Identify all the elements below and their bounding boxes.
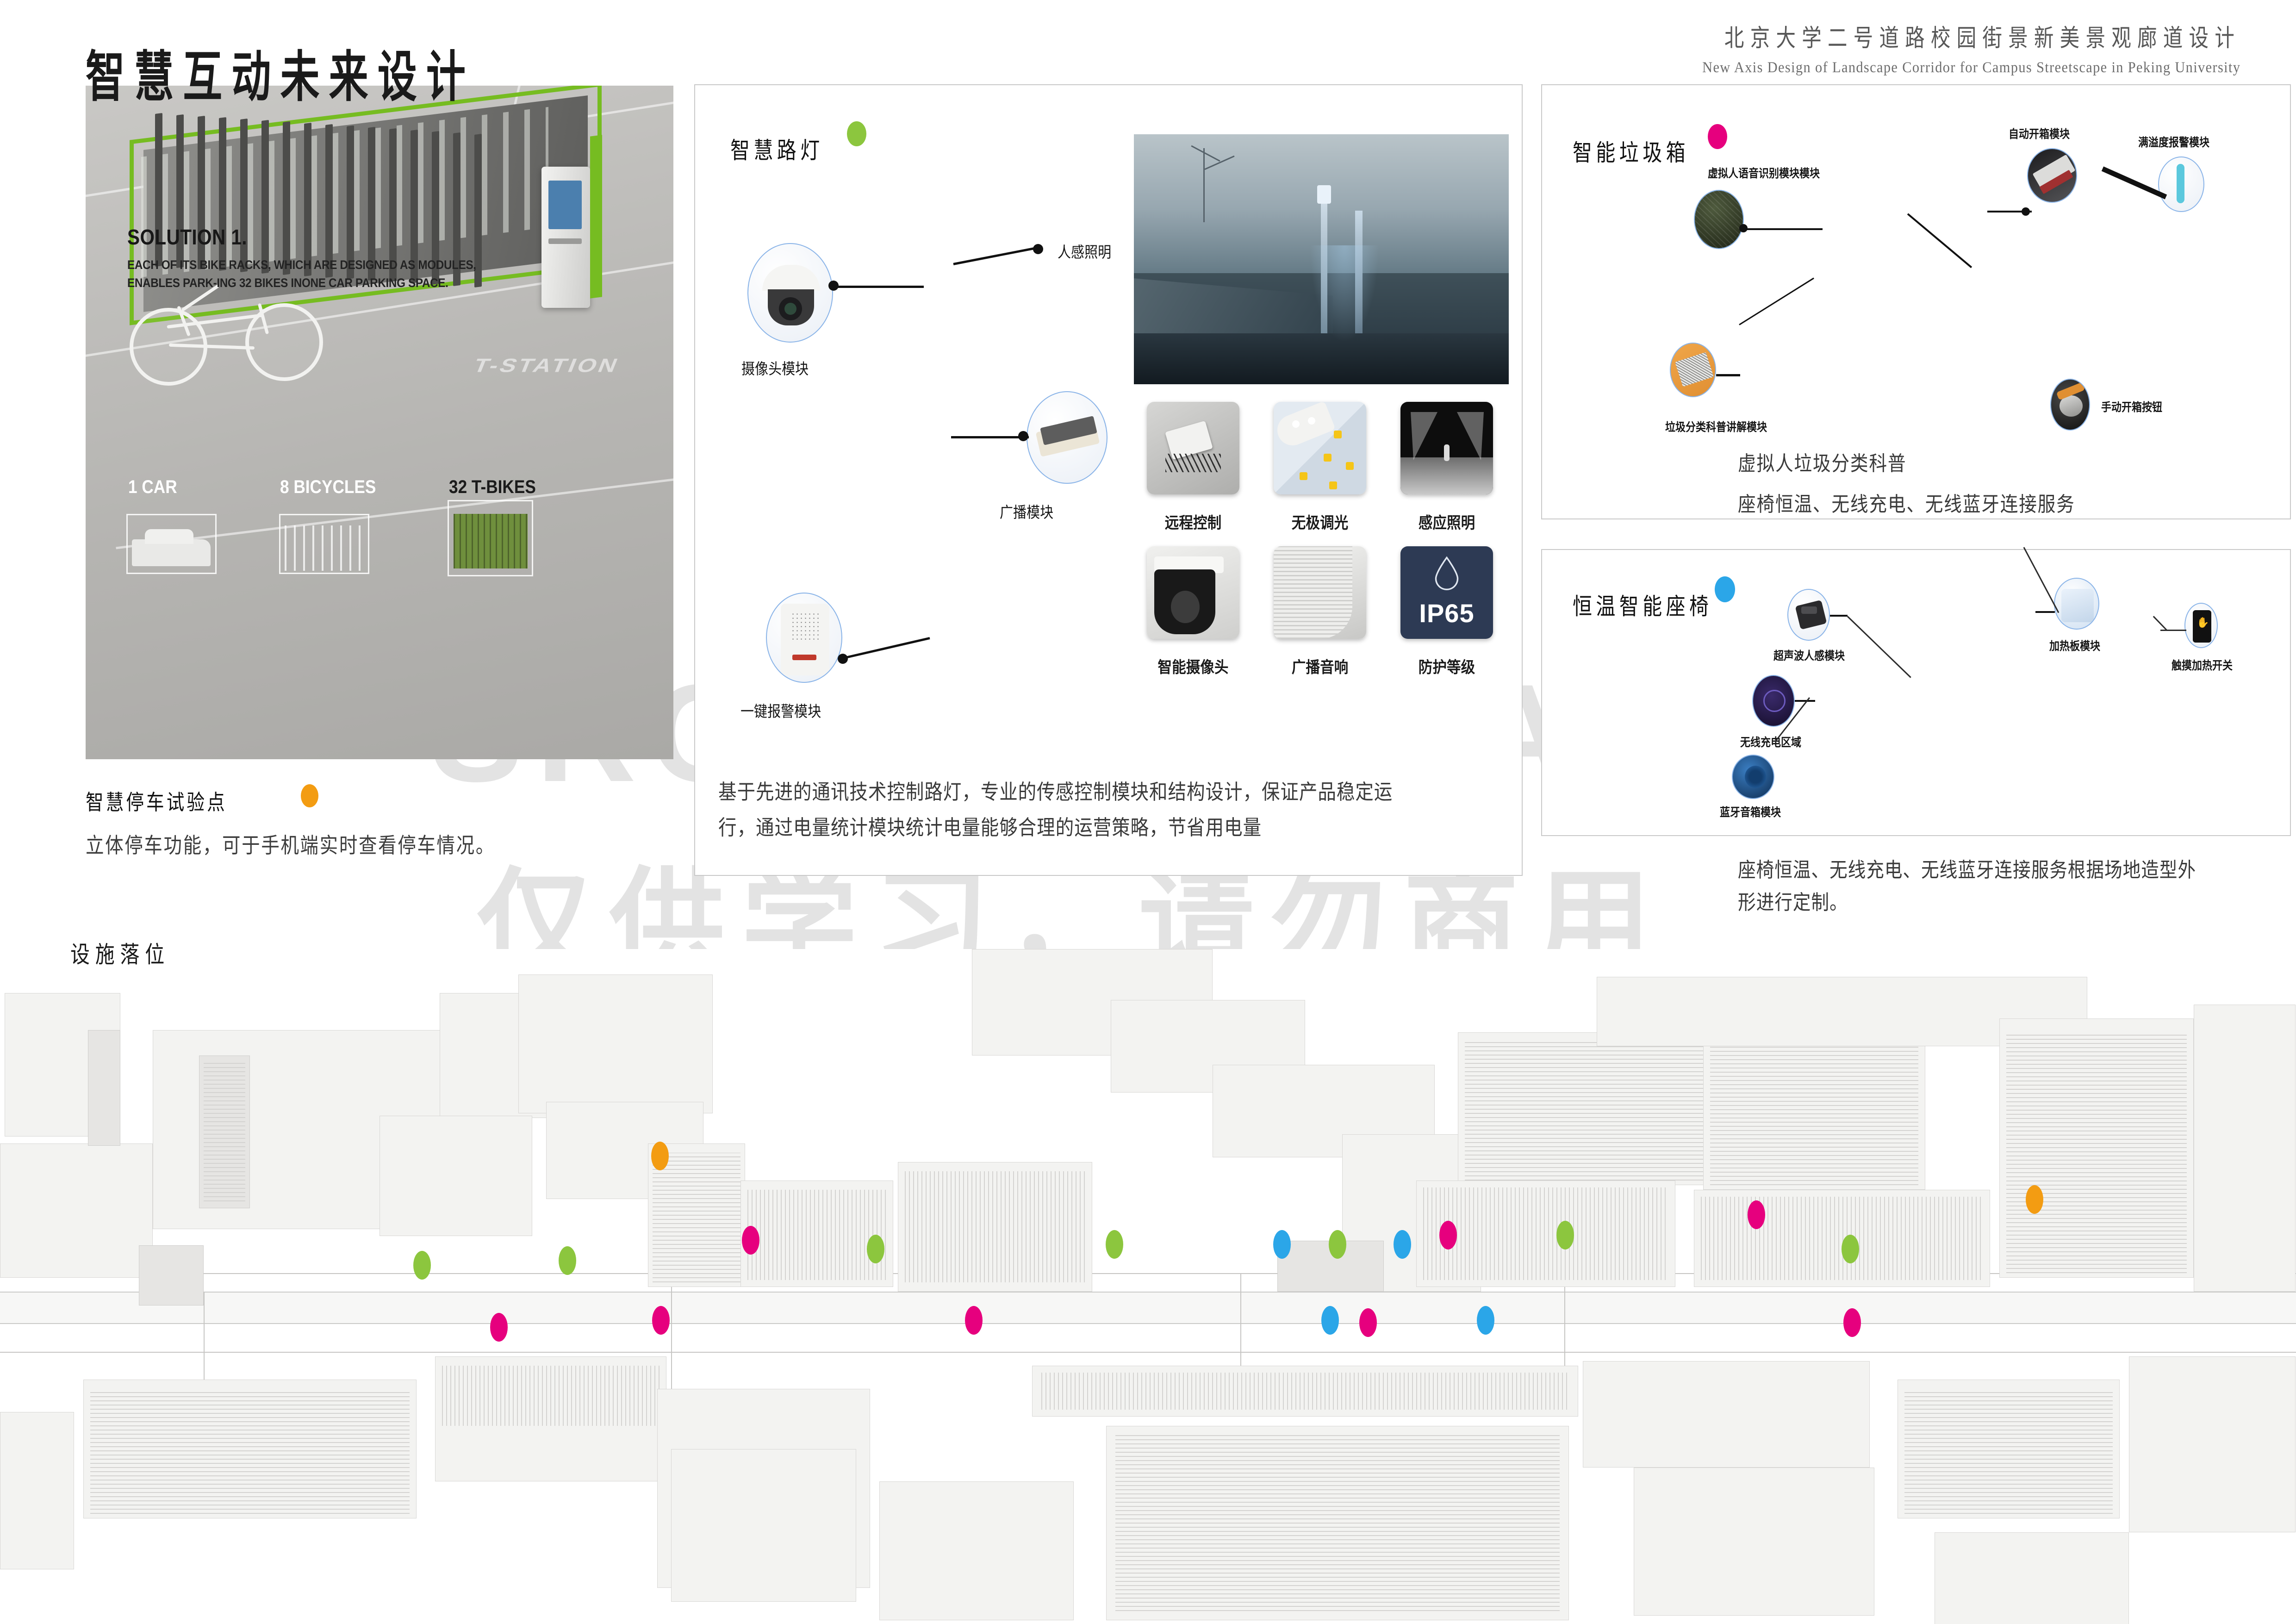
- bench-legend-dot: [1715, 576, 1735, 602]
- map-marker-streetlight[interactable]: [867, 1235, 884, 1263]
- callout-label-human-sensing-light: 人感照明: [1058, 243, 1112, 261]
- site-plan-map: [0, 949, 2296, 1624]
- bench-panel-title: 恒温智能座椅: [1573, 593, 1713, 620]
- comparison-cube-bicycles: [279, 514, 369, 574]
- ip65-badge: IP65: [1419, 599, 1475, 628]
- comparison-label-bicycles: 8 BICYCLES: [280, 477, 376, 497]
- callout-label-voice-recognition: 虚拟人语音识别模块模块: [1708, 167, 1820, 180]
- map-marker-trash_bin[interactable]: [1843, 1308, 1861, 1337]
- map-marker-bench[interactable]: [1321, 1306, 1339, 1335]
- map-marker-parking[interactable]: [2026, 1185, 2043, 1214]
- streetlight-legend-dot: [847, 121, 866, 146]
- callout-label-classification-module: 垃圾分类科普讲解模块: [1665, 420, 1767, 434]
- streetlight-description: 基于先进的通讯技术控制路灯，专业的传感控制模块和结构设计，保证产品稳定运行，通过…: [718, 780, 1393, 840]
- callout-circle-alarm: [766, 593, 842, 683]
- project-title-cn: 北京大学二号道路校园街景新美景观廊道设计: [1724, 25, 2240, 52]
- map-marker-streetlight[interactable]: [1842, 1235, 1859, 1263]
- night-scene-photo: [1134, 134, 1509, 384]
- callout-label-alarm-module: 一键报警模块: [740, 702, 821, 720]
- map-marker-streetlight[interactable]: [413, 1251, 431, 1280]
- callout-label-manual-open-button: 手动开箱按钮: [2101, 400, 2163, 414]
- trash-bin-description-line1: 虚拟人垃圾分类科普: [1738, 452, 1907, 475]
- map-marker-bench[interactable]: [1394, 1230, 1411, 1259]
- comparison-label-car: 1 CAR: [128, 477, 177, 497]
- callout-label-camera-module: 摄像头模块: [741, 360, 809, 378]
- callout-circle-manual-open-button: [2050, 379, 2090, 431]
- map-section-title: 设施落位: [70, 941, 170, 968]
- callout-circle-touch-heating-switch: ✋: [2184, 603, 2218, 648]
- callout-circle-overflow-alarm: [2158, 156, 2204, 212]
- bench-panel: [1541, 549, 2291, 836]
- callout-label-overflow-alarm: 满溢度报警模块: [2138, 136, 2210, 149]
- trash-bin-panel-title: 智能垃圾箱: [1573, 139, 1689, 166]
- callout-label-broadcast-module: 广播模块: [1000, 503, 1054, 521]
- callout-circle-bluetooth-speaker: [1732, 755, 1774, 799]
- feature-tile-sensing-light: [1400, 402, 1493, 494]
- page-title: 智慧互动未来设计: [86, 45, 475, 109]
- map-marker-trash_bin[interactable]: [1748, 1200, 1765, 1229]
- comparison-cube-car: [126, 514, 217, 574]
- feature-tile-broadcast-speaker: [1274, 546, 1366, 639]
- map-marker-streetlight[interactable]: [1556, 1221, 1574, 1249]
- callout-circle-ultrasonic-sensor: [1787, 589, 1830, 641]
- map-marker-bench[interactable]: [1273, 1230, 1291, 1259]
- feature-tile-label-protection-rating: 防护等级: [1418, 658, 1475, 677]
- bike-station-photo: T-STATION SOLUTION 1. EACH OF ITS BIKE R…: [86, 86, 673, 759]
- map-marker-streetlight[interactable]: [1329, 1230, 1346, 1259]
- map-marker-trash_bin[interactable]: [965, 1306, 983, 1335]
- feature-tile-label-broadcast-speaker: 广播音响: [1291, 658, 1349, 677]
- trash-bin-panel: [1541, 84, 2291, 519]
- map-marker-trash_bin[interactable]: [652, 1306, 670, 1335]
- map-marker-streetlight[interactable]: [1106, 1230, 1123, 1259]
- solution-body: EACH OF ITS BIKE RACKS, WHICH ARE DESIGN…: [127, 258, 476, 290]
- callout-label-touch-heating-switch: 触摸加热开关: [2172, 659, 2233, 672]
- callout-circle-voice-recognition: [1694, 190, 1744, 249]
- callout-circle-auto-open: [2027, 148, 2077, 203]
- feature-tile-stepless-dimming: [1274, 402, 1366, 494]
- feature-tile-label-smart-camera: 智能摄像头: [1157, 658, 1229, 677]
- bench-description: 座椅恒温、无线充电、无线蓝牙连接服务根据场地造型外形进行定制。: [1738, 858, 2196, 915]
- trash-bin-legend-dot: [1708, 124, 1727, 149]
- map-marker-trash_bin[interactable]: [1439, 1221, 1457, 1249]
- feature-tile-label-remote-control: 远程控制: [1164, 514, 1222, 532]
- comparison-cube-tbikes: [448, 500, 533, 576]
- map-marker-trash_bin[interactable]: [490, 1313, 508, 1342]
- feature-tile-label-stepless-dimming: 无极调光: [1291, 514, 1349, 532]
- feature-tile-smart-camera: [1147, 546, 1239, 639]
- callout-label-ultrasonic-sensor: 超声波人感模块: [1773, 649, 1845, 662]
- callout-label-wireless-charging: 无线充电区域: [1740, 736, 1802, 749]
- station-brand: T-STATION: [470, 355, 623, 377]
- streetlight-panel-title: 智慧路灯: [730, 137, 824, 164]
- feature-tile-remote-control: [1147, 402, 1239, 494]
- feature-tile-label-sensing-light: 感应照明: [1418, 514, 1475, 532]
- map-marker-bench[interactable]: [1477, 1306, 1494, 1335]
- map-marker-streetlight[interactable]: [559, 1246, 576, 1275]
- solution-title: SOLUTION 1.: [127, 225, 247, 249]
- callout-label-auto-open: 自动开箱模块: [2009, 127, 2070, 141]
- callout-circle-wireless-charging: [1752, 675, 1795, 727]
- callout-label-heating-plate: 加热板模块: [2049, 639, 2101, 653]
- project-title-en: New Axis Design of Landscape Corridor fo…: [1702, 59, 2240, 76]
- callout-circle-heating-plate: [2054, 578, 2099, 630]
- callout-circle-broadcast: [1027, 391, 1108, 484]
- parking-caption-body: 立体停车功能，可于手机端实时查看停车情况。: [86, 833, 495, 858]
- callout-circle-camera: [747, 243, 833, 343]
- callout-label-bluetooth-speaker: 蓝牙音箱模块: [1720, 806, 1781, 819]
- map-marker-trash_bin[interactable]: [1359, 1308, 1377, 1337]
- trash-bin-description-line2: 座椅恒温、无线充电、无线蓝牙连接服务: [1738, 493, 2075, 516]
- parking-legend-dot: [301, 784, 318, 807]
- map-road-main: [0, 1292, 2296, 1324]
- map-marker-trash_bin[interactable]: [742, 1226, 759, 1255]
- comparison-label-tbikes: 32 T-BIKES: [449, 477, 536, 497]
- feature-tile-protection-rating: IP65: [1400, 546, 1493, 639]
- callout-circle-classification-module: [1670, 343, 1716, 397]
- parking-caption-text: 智慧停车试验点: [86, 790, 227, 815]
- map-marker-parking[interactable]: [651, 1142, 669, 1170]
- parking-caption-title: 智慧停车试验点: [86, 786, 227, 816]
